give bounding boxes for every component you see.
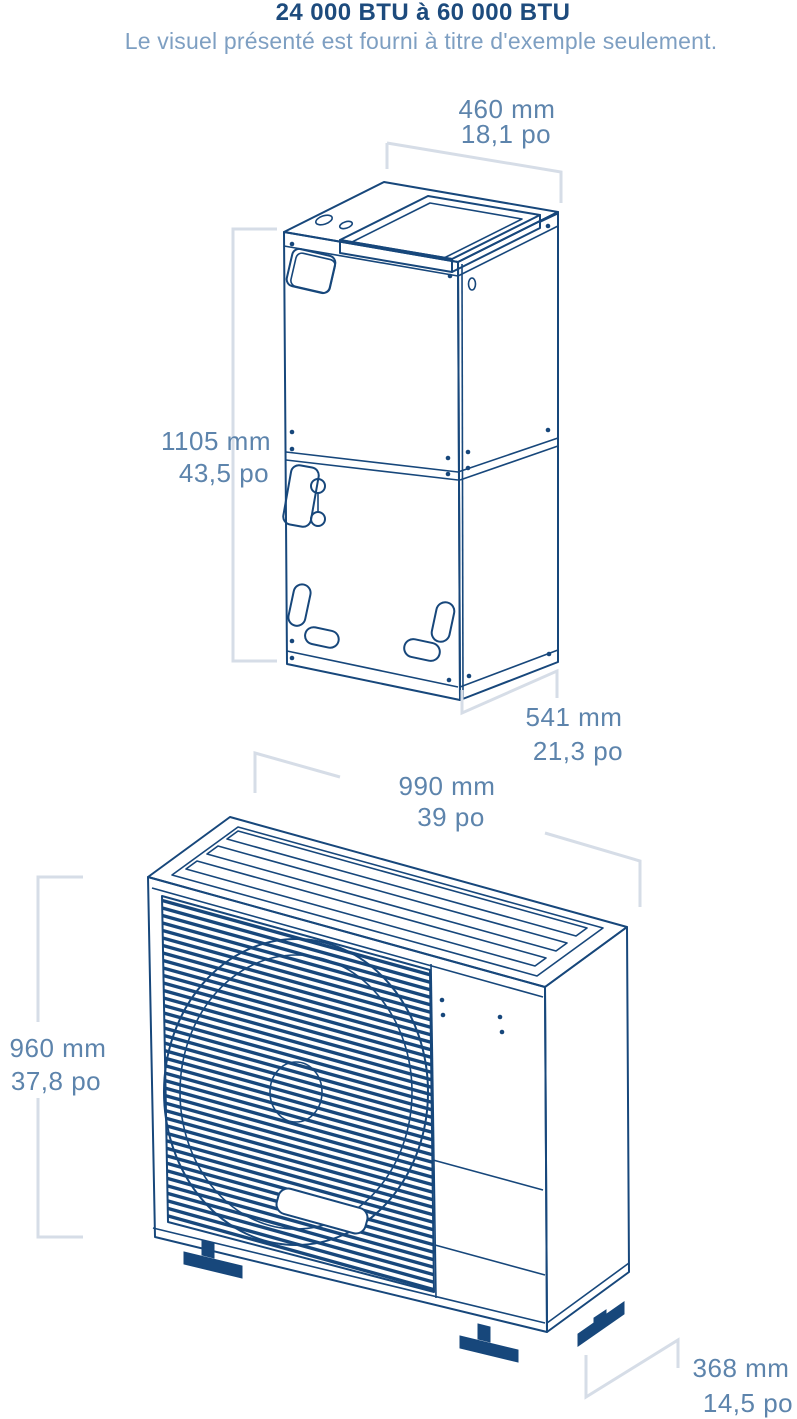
outdoor-width-in-label: 39 po: [417, 802, 485, 832]
indoor-label-plate: [285, 247, 337, 295]
outdoor-top-rim: [171, 826, 604, 977]
page-title: 24 000 BTU à 60 000 BTU: [275, 0, 571, 26]
outdoor-side-face: [544, 926, 630, 1333]
indoor-depth-in-label: 21,3 po: [532, 736, 624, 766]
outdoor-grille-bottom-plate: [275, 1187, 369, 1235]
indoor-width-in-label: 18,1 po: [460, 119, 552, 149]
indoor-height-mm-label: 1105 mm: [161, 426, 271, 456]
indoor-top-cap-seam: [283, 225, 559, 277]
indoor-height-in-label: 43,5 po: [178, 458, 270, 488]
outdoor-unit-drawing: [147, 816, 630, 1363]
outdoor-depth-mm-label: 368 mm: [692, 1353, 790, 1383]
outdoor-height-bracket: [36, 875, 83, 1239]
indoor-pipe-port-large: [315, 214, 333, 226]
indoor-corner-seam: [461, 263, 464, 699]
outdoor-panel-seam-lower: [434, 1244, 546, 1276]
indoor-duct-collar: [339, 195, 558, 273]
indoor-mid-seam-side: [459, 445, 559, 481]
outdoor-depth-in-label: 14,5 po: [702, 1388, 794, 1418]
indoor-base-seam: [286, 649, 559, 688]
indoor-depth-mm-label: 541 mm: [525, 702, 623, 732]
outdoor-height-mm-label: 960 mm: [9, 1033, 107, 1063]
outdoor-width-bracket: [253, 751, 642, 907]
outdoor-grille-frame: [161, 895, 435, 1293]
indoor-side-face: [457, 211, 559, 701]
indoor-unit-drawing: [282, 181, 559, 701]
outdoor-panel-seam-upper: [432, 1159, 544, 1191]
indoor-width-mm-label: 460 mm: [458, 94, 556, 124]
outdoor-width-mm-label: 990 mm: [398, 771, 496, 801]
indoor-height-bracket: [231, 227, 277, 663]
outdoor-mounting-feet: [183, 1239, 625, 1363]
indoor-depth-bracket: [460, 668, 559, 716]
indoor-mid-seam-lower: [285, 459, 459, 481]
indoor-knockout-slots: [287, 583, 456, 662]
indoor-mid-seam: [285, 437, 559, 473]
outdoor-front-top-seam: [151, 887, 544, 998]
outdoor-height-in-label: 37,8 po: [10, 1066, 102, 1096]
outdoor-base-seam: [152, 1227, 630, 1324]
indoor-screws: [289, 223, 552, 683]
page-subtitle: Le visuel présenté est fourni à titre d'…: [124, 28, 718, 54]
outdoor-panel-divider: [430, 963, 437, 1299]
indoor-width-bracket: [385, 141, 563, 203]
indoor-side-oval-vent: [467, 277, 477, 291]
dimension-brackets: [36, 141, 680, 1400]
outdoor-grille-slats: [162, 896, 434, 1292]
outdoor-panel-screws: [439, 997, 505, 1035]
indoor-pipe-port-small: [338, 220, 354, 230]
outdoor-top-grooves: [185, 830, 588, 967]
indoor-access-panel: [282, 464, 326, 528]
outdoor-depth-bracket: [584, 1337, 680, 1400]
indoor-front-face: [283, 231, 461, 701]
